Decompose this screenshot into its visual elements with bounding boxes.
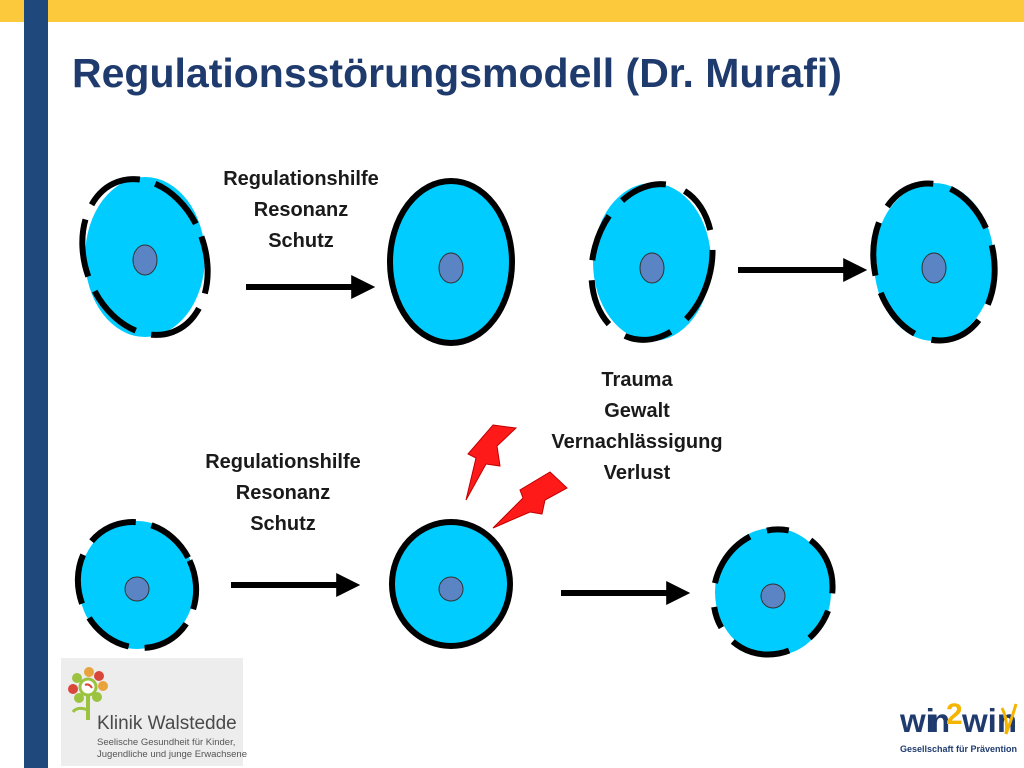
bottom-cell-1 — [74, 519, 200, 651]
lightning-bolt-icon — [492, 471, 568, 529]
win2win-tagline: Gesellschaft für Prävention — [900, 744, 1018, 754]
nucleus — [124, 576, 150, 602]
svg-text:wi: wi — [899, 702, 935, 739]
klinik-subtitle: Seelische Gesundheit für Kinder, Jugendl… — [97, 737, 247, 760]
top-cell-2 — [387, 178, 515, 346]
klinik-walstedde-logo: Klinik Walstedde Seelische Gesundheit fü… — [61, 658, 247, 766]
bottom-cell-2 — [389, 519, 513, 649]
top-cell-4 — [870, 180, 998, 344]
svg-text:n: n — [930, 702, 950, 739]
svg-text:2: 2 — [946, 698, 963, 731]
label-bottom-left: Regulationshilfe Resonanz Schutz — [205, 451, 361, 535]
top-accent-bar — [0, 0, 1024, 22]
nucleus — [639, 252, 665, 284]
klinik-name: Klinik Walstedde — [97, 713, 237, 734]
flower-logo-icon — [68, 667, 108, 720]
nucleus — [760, 583, 786, 609]
left-accent-bar — [24, 0, 48, 768]
lightning-bolt-icon — [465, 424, 518, 501]
win2win-logo: wi n 2 win Gesellschaft für Prävention — [898, 690, 1018, 760]
label-top-left: Regulationshilfe Resonanz Schutz — [223, 168, 379, 252]
nucleus — [132, 244, 158, 276]
nucleus — [921, 252, 947, 284]
nucleus — [438, 252, 464, 284]
svg-text:win: win — [961, 702, 1017, 739]
top-cell-3 — [588, 181, 716, 343]
top-cell-1 — [79, 176, 211, 338]
nucleus — [438, 576, 464, 602]
slide-title: Regulationsstörungsmodell (Dr. Murafi) — [72, 50, 842, 96]
bottom-cell-3 — [710, 526, 836, 658]
label-stressors: Trauma Gewalt Vernachlässigung Verlust — [551, 369, 723, 484]
win2win-wordmark-icon: wi n 2 win — [899, 698, 1018, 739]
